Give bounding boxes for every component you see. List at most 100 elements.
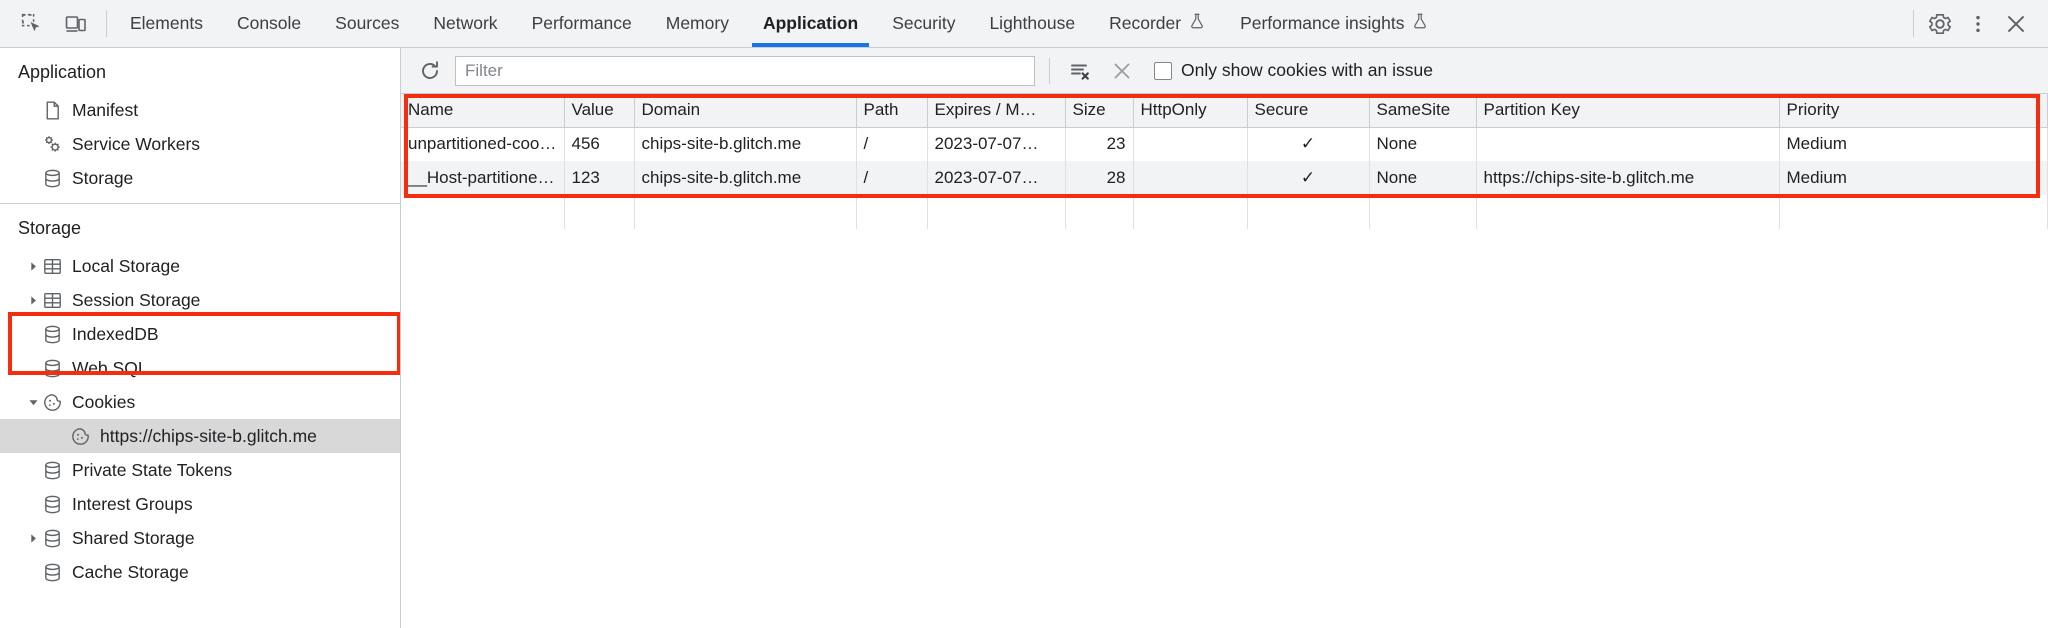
sidebar-item-private-state-tokens[interactable]: Private State Tokens [0, 453, 400, 487]
sidebar-item-manifest[interactable]: Manifest [0, 93, 400, 127]
refresh-icon[interactable] [415, 56, 445, 86]
clear-all-cookies-icon[interactable] [1106, 56, 1138, 86]
only-show-issues-checkbox[interactable] [1154, 61, 1172, 80]
table-row[interactable]: __Host-partitioned-cookie123chips-site-b… [401, 161, 2048, 195]
panel-tabs: Elements Console Sources Network Performance… [113, 0, 1446, 47]
sidebar-section-title-storage: Storage [18, 218, 82, 238]
tab-recorder[interactable]: Recorder [1092, 0, 1223, 47]
close-devtools-icon[interactable] [1998, 6, 2034, 42]
tab-security[interactable]: Security [875, 0, 972, 47]
column-header-httponly[interactable]: HttpOnly [1133, 94, 1248, 128]
table-icon [42, 256, 68, 277]
empty-cell [1065, 195, 1134, 229]
cell-secure: ✓ [1247, 127, 1370, 161]
column-header-value[interactable]: Value [564, 94, 635, 128]
sidebar-item-cookies[interactable]: Cookies [0, 385, 400, 419]
clear-filtered-cookies-icon[interactable] [1064, 56, 1096, 86]
column-header-partition-key[interactable]: Partition Key [1476, 94, 1780, 128]
device-toolbar-icon[interactable] [58, 6, 94, 42]
sidebar-item-label: https://chips-site-b.glitch.me [100, 425, 317, 446]
cell-size: 23 [1065, 127, 1134, 161]
settings-gear-icon[interactable] [1922, 6, 1958, 42]
tab-application[interactable]: Application [746, 0, 875, 47]
empty-cell [856, 195, 928, 229]
sidebar-item-label: Session Storage [72, 289, 201, 310]
empty-cell [401, 195, 565, 229]
cell-domain: chips-site-b.glitch.me [634, 161, 857, 195]
column-header-path[interactable]: Path [856, 94, 928, 128]
cookies-panel: Only show cookies with an issue NameValu… [401, 48, 2048, 628]
tab-label: Recorder [1109, 13, 1182, 33]
column-header-size[interactable]: Size [1065, 94, 1134, 128]
cell-secure: ✓ [1247, 161, 1370, 195]
cookies-filter-bar: Only show cookies with an issue [401, 48, 2048, 94]
empty-cell [1133, 195, 1248, 229]
sidebar-item-session-storage[interactable]: Session Storage [0, 283, 400, 317]
tab-elements[interactable]: Elements [113, 0, 220, 47]
tab-label: Console [236, 13, 302, 33]
column-header-name[interactable]: Name [401, 94, 565, 128]
database-icon [42, 562, 68, 583]
sidebar-item-storage[interactable]: Storage [0, 161, 400, 195]
cookie-icon [70, 426, 96, 447]
tab-console[interactable]: Console [220, 0, 318, 47]
only-show-issues-label: Only show cookies with an issue [1181, 60, 1433, 80]
tab-memory[interactable]: Memory [649, 0, 746, 47]
chevron-down-icon[interactable] [24, 397, 42, 408]
tab-label: Network [433, 13, 498, 33]
column-header-secure[interactable]: Secure [1247, 94, 1370, 128]
column-header-samesite[interactable]: SameSite [1369, 94, 1477, 128]
sidebar-item-label: Cache Storage [72, 561, 189, 582]
sidebar-section-title-application: Application [18, 62, 107, 82]
tab-label: Performance insights [1240, 13, 1405, 33]
empty-cell [1369, 195, 1477, 229]
tab-performance-insights[interactable]: Performance insights [1223, 0, 1446, 47]
sidebar-item-local-storage[interactable]: Local Storage [0, 249, 400, 283]
sidebar-section-divider [0, 203, 400, 204]
tab-performance[interactable]: Performance [515, 0, 649, 47]
sidebar-item-https-chips-site-b-glitch-me[interactable]: https://chips-site-b.glitch.me [0, 419, 400, 453]
database-icon [42, 324, 68, 345]
filter-bar-divider [1049, 57, 1050, 84]
cell-expires-m: 2023-07-07… [927, 161, 1066, 195]
chevron-right-icon[interactable] [24, 295, 42, 306]
sidebar-item-web-sql[interactable]: Web SQL [0, 351, 400, 385]
table-empty-filler [401, 195, 2048, 229]
cell-value: 123 [564, 161, 635, 195]
tab-sources[interactable]: Sources [318, 0, 416, 47]
toolbar-divider-right [1913, 10, 1914, 37]
sidebar-item-cache-storage[interactable]: Cache Storage [0, 555, 400, 589]
tab-lighthouse[interactable]: Lighthouse [972, 0, 1092, 47]
empty-cell [927, 195, 1066, 229]
sidebar-item-interest-groups[interactable]: Interest Groups [0, 487, 400, 521]
toolbar-right-icons [1907, 0, 2048, 47]
sidebar-item-label: Private State Tokens [72, 459, 233, 480]
inspect-element-icon[interactable] [14, 6, 50, 42]
chevron-right-icon[interactable] [24, 533, 42, 544]
chevron-right-icon[interactable] [24, 261, 42, 272]
more-options-icon[interactable] [1960, 6, 1996, 42]
sidebar-item-shared-storage[interactable]: Shared Storage [0, 521, 400, 555]
sidebar-item-service-workers[interactable]: Service Workers [0, 127, 400, 161]
toolbar-left-icons [0, 0, 100, 47]
cell-priority: Medium [1779, 127, 2048, 161]
column-header-domain[interactable]: Domain [634, 94, 857, 128]
sidebar-item-indexeddb[interactable]: IndexedDB [0, 317, 400, 351]
cell-expires-m: 2023-07-07… [927, 127, 1066, 161]
cell-httponly [1133, 127, 1248, 161]
cell-path: / [856, 161, 928, 195]
tab-network[interactable]: Network [416, 0, 514, 47]
empty-cell [1247, 195, 1370, 229]
empty-cell [1779, 195, 2048, 229]
only-show-issues-row[interactable]: Only show cookies with an issue [1154, 60, 1433, 81]
column-header-expires-m[interactable]: Expires / M… [927, 94, 1066, 128]
filter-input[interactable] [455, 55, 1035, 86]
cell-samesite: None [1369, 127, 1477, 161]
column-header-priority[interactable]: Priority [1779, 94, 2048, 128]
empty-cell [634, 195, 857, 229]
